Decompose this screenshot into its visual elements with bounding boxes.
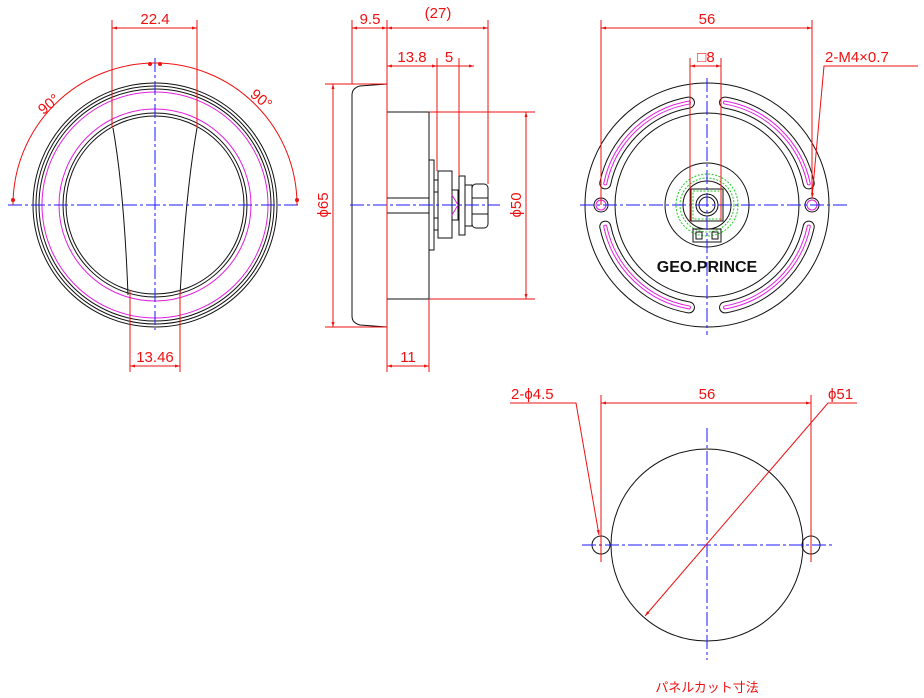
dim-cut-dia-51: ϕ51 [828, 386, 853, 403]
dim-11: 11 [400, 349, 416, 366]
slot-1 [600, 97, 694, 189]
slot-2 [724, 101, 810, 185]
slots [599, 96, 815, 314]
dim-9-5: 9.5 [360, 11, 381, 28]
dim-square-8: □8 [697, 49, 714, 66]
rear-view: GEO.PRINCE 56 □8 2-M4×0.7 [580, 11, 918, 335]
dim-hole-pitch: 56 [699, 11, 716, 28]
hex-nut [471, 183, 489, 229]
slot-1 [604, 101, 690, 185]
dim-cut-hole: 2-ϕ4.5 [511, 386, 554, 403]
flange [351, 83, 388, 328]
panel-cut-view: 56 ϕ51 2-ϕ4.5 パネルカット寸法 [510, 386, 857, 695]
slot-3 [604, 225, 690, 309]
dim-13-46: 13.46 [136, 349, 174, 366]
slot-4 [724, 225, 810, 309]
front-view: 90° 90° 22.4 13.46 [8, 11, 300, 372]
angle-left-label: 90° [35, 91, 63, 119]
slot-2 [720, 97, 814, 189]
dim-5: 5 [445, 49, 453, 66]
dim-22-4: 22.4 [140, 11, 169, 28]
rotation-angle-arc [12, 62, 298, 206]
knob-blade-left-edge [112, 127, 129, 296]
dim-13-8: 13.8 [397, 49, 426, 66]
knob-blade-right-edge [179, 127, 198, 296]
dim-cut-pitch: 56 [699, 386, 716, 403]
dim-dia-65: ϕ65 [315, 192, 332, 217]
thread-note: 2-M4×0.7 [825, 49, 889, 66]
panel-cut-caption: パネルカット寸法 [655, 680, 759, 695]
dim-dia-50: ϕ50 [508, 192, 525, 217]
side-view: 9.5 (27) 13.8 5 11 ϕ65 ϕ50 [315, 5, 535, 372]
angle-right-label: 90° [247, 86, 275, 114]
dim-27: (27) [425, 5, 452, 22]
